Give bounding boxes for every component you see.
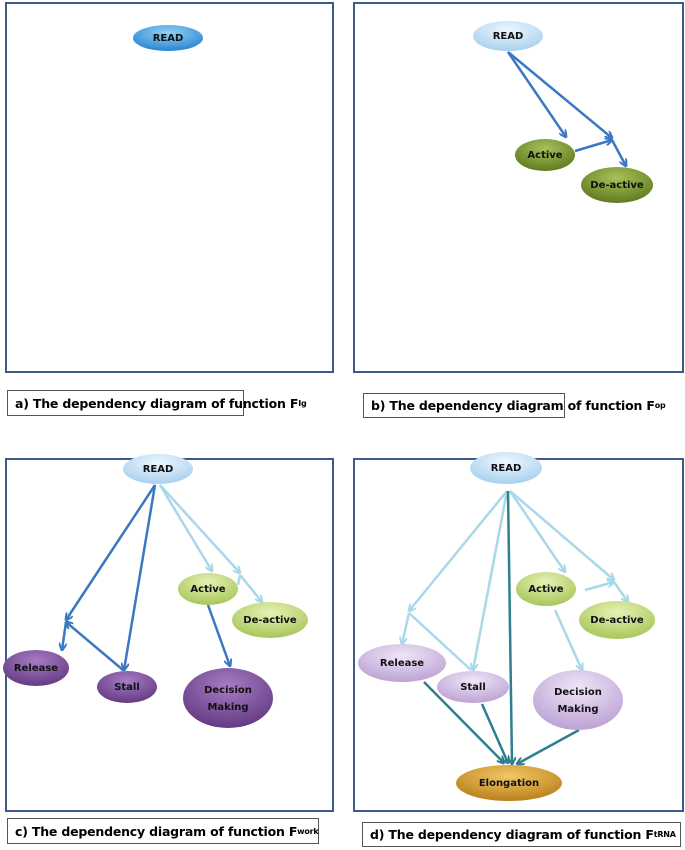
- edge-active-junction2: [584, 582, 614, 592]
- edge-stall-junction: [66, 622, 124, 671]
- edge-active-junction2: [236, 574, 242, 586]
- edge-read-stall: [473, 490, 509, 670]
- caption-text: a) The dependency diagram of function F: [15, 395, 299, 411]
- panel-b: [353, 2, 684, 373]
- edge-junction-release: [402, 612, 411, 644]
- node-label: READ: [153, 33, 184, 44]
- node-label: Making: [207, 702, 248, 713]
- node-label: Decision: [204, 685, 252, 696]
- node-deactive: De-active: [581, 167, 653, 203]
- edge-read-active: [158, 484, 212, 571]
- edge-active-junction: [574, 140, 612, 153]
- node-label: Active: [528, 584, 563, 595]
- node-active: Active: [515, 139, 575, 171]
- node-read: READ: [470, 452, 542, 484]
- node-stall: Stall: [97, 671, 157, 703]
- edges-c: [62, 484, 262, 671]
- node-active: Active: [178, 573, 238, 605]
- panel-a: [5, 2, 334, 373]
- node-label: Decision: [554, 687, 602, 698]
- node-label: De-active: [590, 180, 644, 191]
- node-elongation: Elongation: [456, 765, 562, 801]
- node-label: De-active: [590, 615, 644, 626]
- node-read: READ: [133, 25, 203, 51]
- edge-stall-junction: [408, 612, 472, 671]
- node-label: Elongation: [479, 778, 539, 789]
- edge-stall-elongation: [480, 703, 508, 763]
- edge-release-elongation: [423, 681, 504, 763]
- edge-read-junction: [507, 51, 612, 138]
- edge-read-active: [506, 51, 566, 137]
- node-label: Stall: [114, 682, 140, 693]
- node-active: Active: [516, 572, 576, 606]
- node-label: READ: [493, 31, 524, 42]
- node-read: READ: [473, 21, 543, 51]
- node-label: Active: [190, 584, 225, 595]
- edge-read-junction: [66, 484, 157, 620]
- node-label: De-active: [243, 615, 297, 626]
- node-deactive: De-active: [579, 601, 655, 639]
- edge-decision-elongation: [517, 728, 580, 764]
- node-release: Release: [3, 650, 69, 686]
- caption-subscript: op: [654, 401, 666, 410]
- edge-junction-deactive: [610, 139, 626, 166]
- edge-read-elongation: [506, 490, 512, 764]
- node-label: Making: [557, 704, 598, 715]
- edges-b: [506, 51, 626, 166]
- node-deactive: De-active: [232, 602, 308, 638]
- caption-subscript: tRNA: [653, 830, 676, 839]
- node-release: Release: [358, 644, 446, 682]
- node-read: READ: [123, 454, 193, 484]
- edge-read-stall: [124, 484, 157, 670]
- edge-junction2-deactive: [612, 581, 628, 602]
- edge-active-decision: [553, 609, 582, 670]
- node-label: READ: [491, 463, 522, 474]
- edge-read-junction2: [159, 484, 240, 573]
- node-stall: Stall: [437, 671, 509, 703]
- edge-junction-release: [62, 621, 68, 650]
- node-label: READ: [143, 464, 174, 475]
- caption-text: c) The dependency diagram of function F: [15, 823, 298, 839]
- node-label: Release: [14, 663, 58, 674]
- caption-subscript: Ig: [298, 398, 307, 408]
- node-label: Active: [527, 150, 562, 161]
- edge-read-junction: [409, 490, 508, 611]
- caption-subscript: work: [297, 826, 319, 836]
- caption-text: d) The dependency diagram of function F: [370, 827, 654, 842]
- edges-d: [402, 490, 628, 764]
- edge-junction2-deactive: [239, 574, 262, 602]
- edge-active-decision: [206, 604, 230, 666]
- edge-read-junction2: [509, 490, 614, 580]
- node-label: Stall: [460, 682, 486, 693]
- edge-read-active: [508, 490, 565, 572]
- node-label: Release: [380, 658, 424, 669]
- caption-text: b) The dependency diagram of function F: [371, 398, 655, 413]
